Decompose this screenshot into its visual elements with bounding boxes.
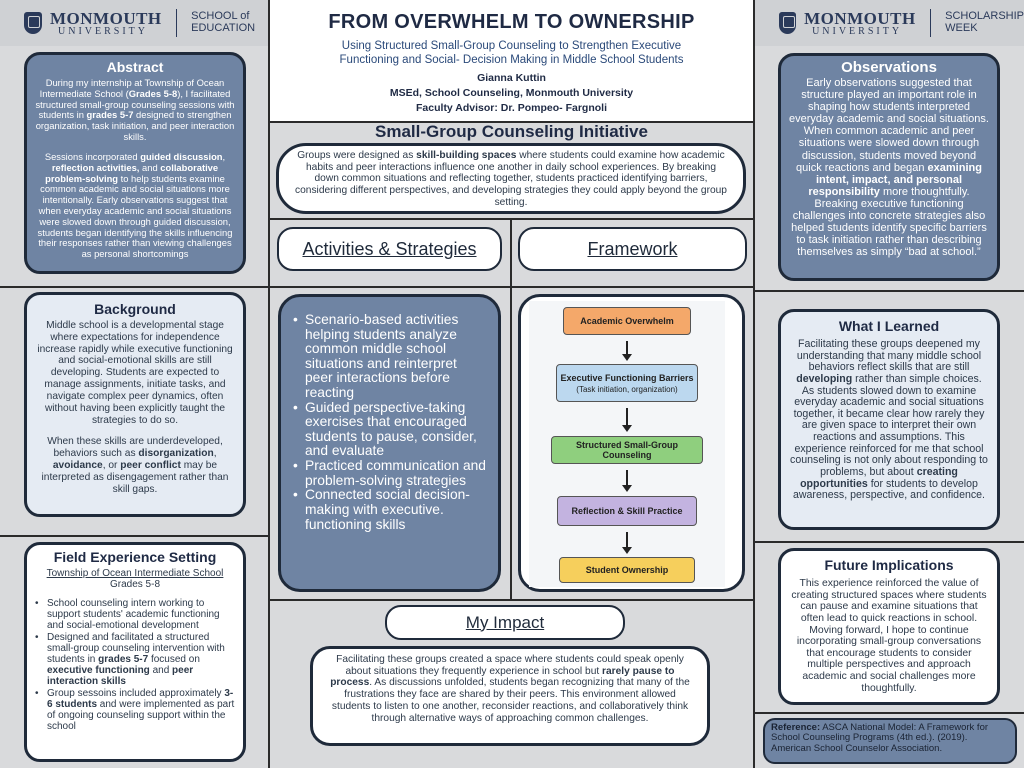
- learned-panel: What I Learned Facilitating these groups…: [778, 309, 1000, 530]
- poster-title: FROM OVERWHELM TO OWNERSHIP: [328, 11, 695, 33]
- field-experience-title: Field Experience Setting: [53, 549, 217, 565]
- divider: [268, 286, 755, 288]
- poster-subtitle: Using Structured Small-Group Counseling …: [339, 40, 684, 66]
- divider: [268, 599, 755, 601]
- initiative-panel: Groups were designed as skill-building s…: [276, 143, 746, 214]
- future-panel: Future Implications This experience rein…: [778, 548, 1000, 705]
- right-logo-band: MONMOUTH UNIVERSITY SCHOLARSHIP WEEK: [755, 0, 1024, 46]
- reference-label: Reference:: [771, 722, 821, 733]
- activities-panel: Scenario-based activities helping studen…: [278, 294, 501, 592]
- initiative-title: Small-Group Counseling Initiative: [375, 122, 648, 141]
- divider: [0, 286, 270, 288]
- divider: [0, 535, 270, 537]
- down-arrow-icon: [622, 408, 632, 432]
- divider: [753, 0, 755, 768]
- flow-step-academic-overwhelm: Academic Overwhelm: [563, 307, 691, 335]
- abstract-title: Abstract: [106, 59, 164, 75]
- framework-panel: Academic Overwhelm Executive Functioning…: [518, 294, 745, 592]
- university-wordmark: MONMOUTH UNIVERSITY: [50, 8, 162, 37]
- list-item: Designed and facilitated a structured sm…: [35, 632, 235, 688]
- school-unit: SCHOOL of EDUCATION: [191, 10, 256, 34]
- university-shield-icon: [24, 12, 42, 34]
- field-experience-list: School counseling intern working to supp…: [35, 598, 235, 732]
- observations-title: Observations: [841, 59, 937, 76]
- initiative-text: Groups were designed as skill-building s…: [295, 150, 727, 208]
- background-text: Middle school is a developmental stage w…: [37, 320, 233, 495]
- background-title: Background: [94, 301, 176, 317]
- impact-text: Facilitating these groups created a spac…: [330, 654, 690, 724]
- left-logo-band: MONMOUTH UNIVERSITY SCHOOL of EDUCATION: [0, 0, 268, 46]
- activities-list: Scenario-based activities helping studen…: [293, 312, 488, 532]
- down-arrow-icon: [622, 532, 632, 554]
- observations-text: Early observations suggested that struct…: [789, 77, 989, 259]
- logo-separator: [175, 9, 178, 37]
- list-item: Group sessoins included approximately 3-…: [35, 688, 235, 733]
- flow-step-student-ownership: Student Ownership: [559, 557, 695, 583]
- learned-title: What I Learned: [838, 318, 940, 334]
- divider: [755, 290, 1024, 292]
- down-arrow-icon: [622, 470, 632, 492]
- divider: [755, 712, 1024, 714]
- flow-step-structured-counseling: Structured Small-Group Counseling: [551, 436, 703, 464]
- flow-step-executive-functioning-barriers: Executive Functioning Barriers(Task init…: [556, 364, 698, 402]
- author-name: Gianna Kuttin: [477, 72, 546, 85]
- list-item: Connected social decision-making with ex…: [293, 488, 488, 532]
- list-item: Practiced communication and problem-solv…: [293, 458, 488, 488]
- future-title: Future Implications: [824, 557, 954, 573]
- future-text: This experience reinforced the value of …: [791, 578, 987, 694]
- framework-flowchart: Academic Overwhelm Executive Functioning…: [529, 301, 725, 587]
- activities-header: Activities & Strategies: [277, 227, 502, 271]
- list-item: Guided perspective-taking exercises that…: [293, 400, 488, 459]
- university-shield-icon: [779, 12, 797, 34]
- author-program: MSEd, School Counseling, Monmouth Univer…: [389, 87, 634, 100]
- school-name: Township of Ocean Intermediate School Gr…: [46, 568, 224, 590]
- list-item: Scenario-based activities helping studen…: [293, 312, 488, 401]
- flow-step-reflection-practice: Reflection & Skill Practice: [557, 496, 697, 526]
- reference-text: ASCA National Model: A Framework for Sch…: [771, 722, 989, 754]
- faculty-advisor: Faculty Advisor: Dr. Pompeo- Fargnoli: [416, 102, 607, 115]
- learned-text: Facilitating these groups deepened my un…: [790, 338, 988, 502]
- university-wordmark: MONMOUTH UNIVERSITY: [804, 8, 916, 37]
- framework-header: Framework: [518, 227, 747, 271]
- poster-header: FROM OVERWHELM TO OWNERSHIP Using Struct…: [270, 0, 753, 121]
- divider: [510, 218, 512, 600]
- list-item: School counseling intern working to supp…: [35, 598, 235, 632]
- abstract-text: During my internship at Township of Ocea…: [35, 77, 235, 260]
- logo-separator: [929, 9, 932, 37]
- scholarship-week-unit: SCHOLARSHIP WEEK: [945, 10, 1024, 34]
- abstract-panel: Abstract During my internship at Townshi…: [24, 52, 246, 274]
- divider: [268, 121, 755, 123]
- background-panel: Background Middle school is a developmen…: [24, 292, 246, 517]
- reference-panel: Reference: ASCA National Model: A Framew…: [763, 718, 1017, 764]
- divider: [755, 541, 1024, 543]
- divider: [268, 0, 270, 768]
- impact-panel: Facilitating these groups created a spac…: [310, 646, 710, 746]
- down-arrow-icon: [622, 341, 632, 361]
- observations-panel: Observations Early observations suggeste…: [778, 53, 1000, 281]
- impact-header: My Impact: [385, 605, 625, 640]
- field-experience-panel: Field Experience Setting Township of Oce…: [24, 542, 246, 762]
